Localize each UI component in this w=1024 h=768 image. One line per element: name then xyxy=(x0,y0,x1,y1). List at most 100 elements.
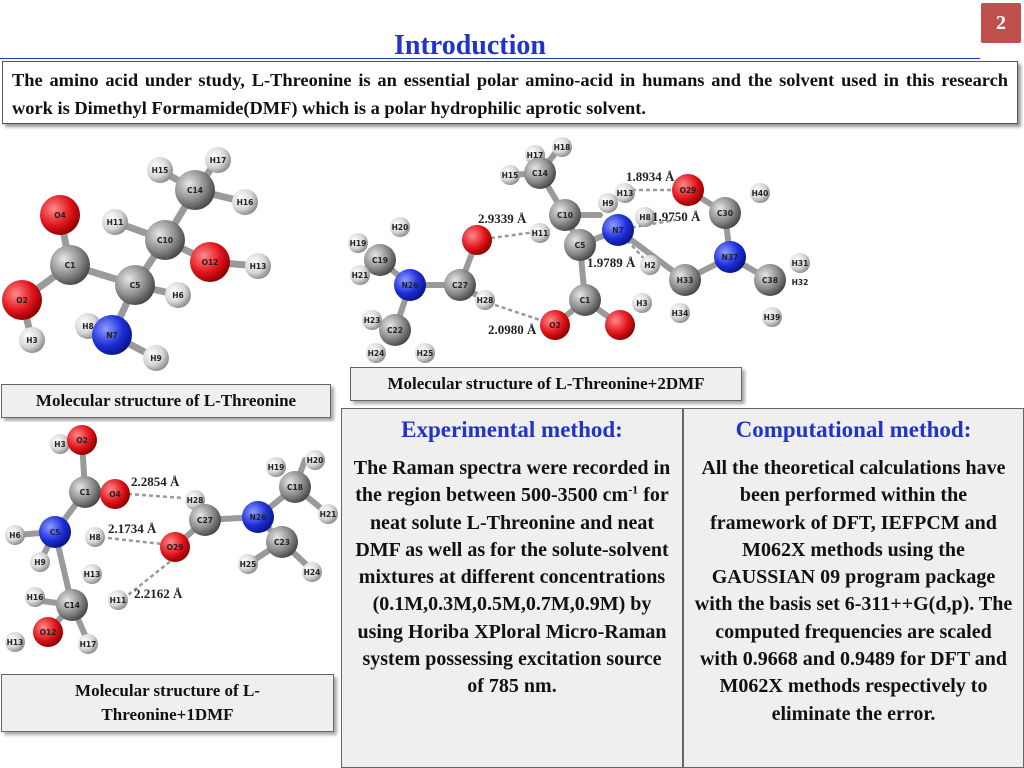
svg-text:H17: H17 xyxy=(210,156,227,165)
svg-text:C5: C5 xyxy=(50,528,61,537)
svg-text:C30: C30 xyxy=(717,209,733,218)
svg-text:2.1734 Å: 2.1734 Å xyxy=(108,521,157,536)
svg-text:H8: H8 xyxy=(82,322,94,331)
computational-method-panel: Computational method: All the theoretica… xyxy=(683,408,1024,768)
svg-text:1.8934 Å: 1.8934 Å xyxy=(626,169,675,184)
svg-text:H8: H8 xyxy=(89,533,101,542)
svg-text:O2: O2 xyxy=(549,321,561,330)
svg-text:C1: C1 xyxy=(580,296,591,305)
experimental-method-panel: Experimental method: The Raman spectra w… xyxy=(341,408,683,768)
svg-text:C23: C23 xyxy=(274,538,290,547)
svg-text:2.0980 Å: 2.0980 Å xyxy=(488,322,537,337)
computational-method-heading: Computational method: xyxy=(735,417,972,442)
svg-text:C10: C10 xyxy=(157,236,173,245)
svg-text:H34: H34 xyxy=(672,309,689,318)
svg-text:H21: H21 xyxy=(352,271,369,280)
svg-text:1.9789 Å: 1.9789 Å xyxy=(587,255,636,270)
intro-text-box: The amino acid under study, L-Threonine … xyxy=(2,61,1018,124)
svg-text:C1: C1 xyxy=(65,261,76,270)
svg-text:H13: H13 xyxy=(617,189,634,198)
svg-text:H3: H3 xyxy=(26,336,38,345)
svg-text:C10: C10 xyxy=(557,211,573,220)
threonine-atoms xyxy=(2,147,271,371)
svg-text:C19: C19 xyxy=(372,256,388,265)
svg-text:O4: O4 xyxy=(109,490,121,499)
svg-text:O29: O29 xyxy=(680,186,697,195)
svg-text:O2: O2 xyxy=(76,436,88,445)
svg-text:H33: H33 xyxy=(677,276,694,285)
svg-text:N7: N7 xyxy=(106,331,118,340)
slide-title: Introduction xyxy=(394,30,546,61)
computational-method-text: All the theoretical calculations have be… xyxy=(694,457,1013,725)
svg-text:H11: H11 xyxy=(110,596,127,605)
svg-text:H17: H17 xyxy=(527,151,544,160)
svg-text:N37: N37 xyxy=(722,253,739,262)
svg-text:C27: C27 xyxy=(452,281,468,290)
svg-text:H11: H11 xyxy=(107,218,124,227)
svg-text:H28: H28 xyxy=(187,496,204,505)
svg-text:C18: C18 xyxy=(287,483,303,492)
svg-text:H15: H15 xyxy=(152,166,169,175)
svg-text:H24: H24 xyxy=(368,349,385,358)
svg-text:H9: H9 xyxy=(34,558,46,567)
svg-text:O12: O12 xyxy=(202,258,219,267)
svg-text:H9: H9 xyxy=(602,199,614,208)
svg-text:N26: N26 xyxy=(402,281,419,290)
svg-text:N7: N7 xyxy=(612,226,624,235)
title-divider xyxy=(0,58,980,59)
svg-text:2.2162 Å: 2.2162 Å xyxy=(134,586,183,601)
svg-text:H18: H18 xyxy=(554,143,571,152)
caption-threonine-2dmf: Molecular structure of L-Threonine+2DMF xyxy=(350,367,742,401)
svg-text:H19: H19 xyxy=(268,463,285,472)
svg-text:H20: H20 xyxy=(307,456,324,465)
svg-text:H16: H16 xyxy=(27,593,44,602)
svg-text:O4: O4 xyxy=(54,211,66,220)
svg-text:N26: N26 xyxy=(250,513,267,522)
svg-text:O2: O2 xyxy=(16,296,28,305)
svg-text:O29: O29 xyxy=(167,543,184,552)
svg-text:C5: C5 xyxy=(130,281,141,290)
svg-text:O12: O12 xyxy=(40,628,57,637)
svg-text:H25: H25 xyxy=(417,349,434,358)
caption-threonine: Molecular structure of L-Threonine xyxy=(1,384,331,418)
svg-text:H15: H15 xyxy=(502,171,519,180)
svg-text:H13: H13 xyxy=(250,262,267,271)
svg-text:H3: H3 xyxy=(54,440,66,449)
svg-text:H11: H11 xyxy=(532,229,549,238)
svg-text:H21: H21 xyxy=(320,510,337,519)
svg-text:C5: C5 xyxy=(575,241,586,250)
svg-text:1.9750 Å: 1.9750 Å xyxy=(652,209,701,224)
svg-text:H6: H6 xyxy=(9,531,21,540)
svg-text:H8: H8 xyxy=(639,213,651,222)
svg-text:H2: H2 xyxy=(644,261,656,270)
svg-text:H3: H3 xyxy=(636,299,648,308)
svg-text:H13: H13 xyxy=(84,570,101,579)
svg-text:H20: H20 xyxy=(392,223,409,232)
svg-text:H23: H23 xyxy=(364,316,381,325)
slide-number-badge: 2 xyxy=(981,3,1021,43)
experimental-method-text: The Raman spectra were recorded in the r… xyxy=(353,457,671,698)
svg-text:C14: C14 xyxy=(187,186,203,195)
svg-text:H28: H28 xyxy=(477,296,494,305)
svg-text:H25: H25 xyxy=(240,560,257,569)
svg-text:H9: H9 xyxy=(150,354,162,363)
svg-text:2.9339 Å: 2.9339 Å xyxy=(478,211,527,226)
svg-text:C27: C27 xyxy=(197,516,213,525)
svg-text:H40: H40 xyxy=(752,189,769,198)
svg-text:2.2854 Å: 2.2854 Å xyxy=(131,474,180,489)
experimental-method-heading: Experimental method: xyxy=(401,417,623,442)
caption-threonine-1dmf: Molecular structure of L-Threonine+1DMF xyxy=(1,674,334,732)
svg-text:H24: H24 xyxy=(304,568,321,577)
svg-text:C14: C14 xyxy=(64,601,80,610)
svg-text:H31: H31 xyxy=(792,259,809,268)
svg-text:C22: C22 xyxy=(387,326,403,335)
svg-text:H6: H6 xyxy=(172,291,184,300)
svg-text:H19: H19 xyxy=(350,239,367,248)
svg-text:H13: H13 xyxy=(7,638,24,647)
svg-text:C38: C38 xyxy=(762,276,778,285)
svg-text:H32: H32 xyxy=(792,278,809,287)
svg-text:H39: H39 xyxy=(764,313,781,322)
svg-text:H17: H17 xyxy=(80,640,97,649)
